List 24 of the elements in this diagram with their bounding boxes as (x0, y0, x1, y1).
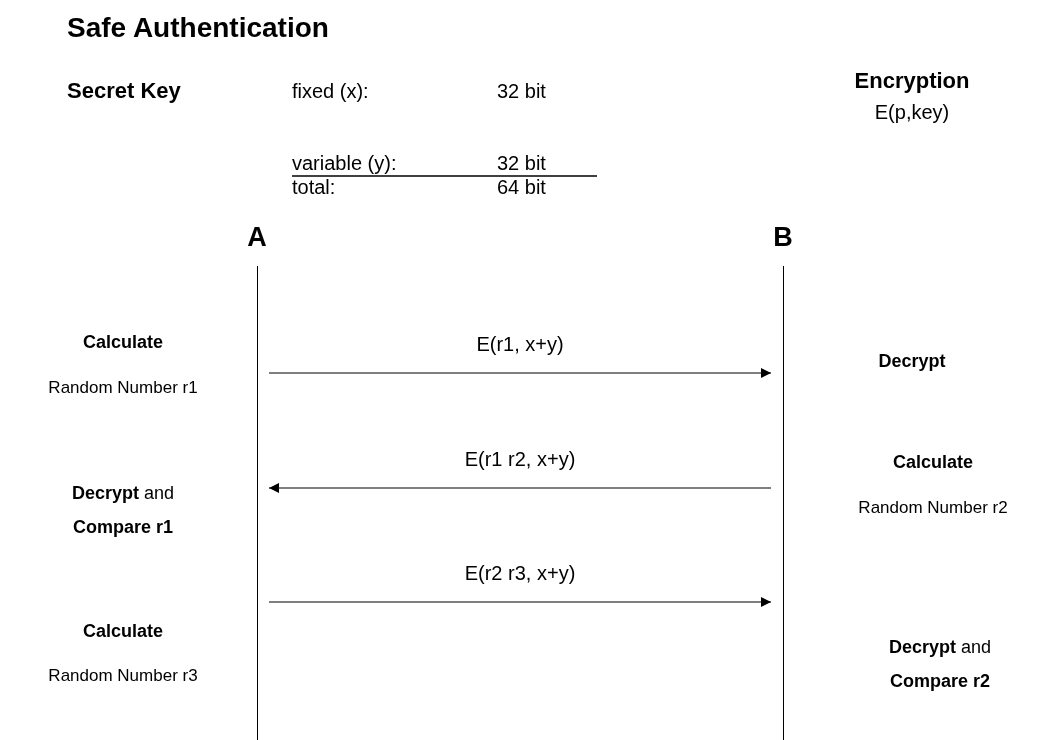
step-label: Calculate (893, 451, 973, 474)
cell-text: 32 bit (497, 151, 546, 176)
participant-label: B (772, 222, 794, 252)
cell-text: total: (292, 175, 336, 200)
step-label: Decrypt (878, 350, 946, 373)
participant-label: A (246, 222, 268, 252)
step-text: Random Number r1 (48, 377, 198, 399)
step-label: Decrypt and Compare r1 (70, 482, 176, 540)
step-text: Random Number r3 (48, 665, 198, 687)
row-label: Secret Key (67, 77, 181, 105)
step-text: Random Number r2 (858, 497, 1008, 519)
message-arrow (268, 483, 772, 493)
cell-text: variable (y): (292, 151, 397, 176)
step-label: Calculate (83, 331, 163, 354)
message-arrow (268, 368, 772, 378)
cell-text: 32 bit (497, 79, 546, 104)
cell-text: 64 bit (497, 175, 546, 200)
step-label: Decrypt and Compare r2 (887, 636, 993, 694)
heading: Encryption (854, 67, 970, 95)
message-arrow (268, 597, 772, 607)
cell-text: fixed (x): (292, 79, 369, 104)
step-label: Calculate (83, 620, 163, 643)
formula-text: E(p,key) (874, 100, 950, 125)
title: Safe Authentication (67, 12, 329, 44)
